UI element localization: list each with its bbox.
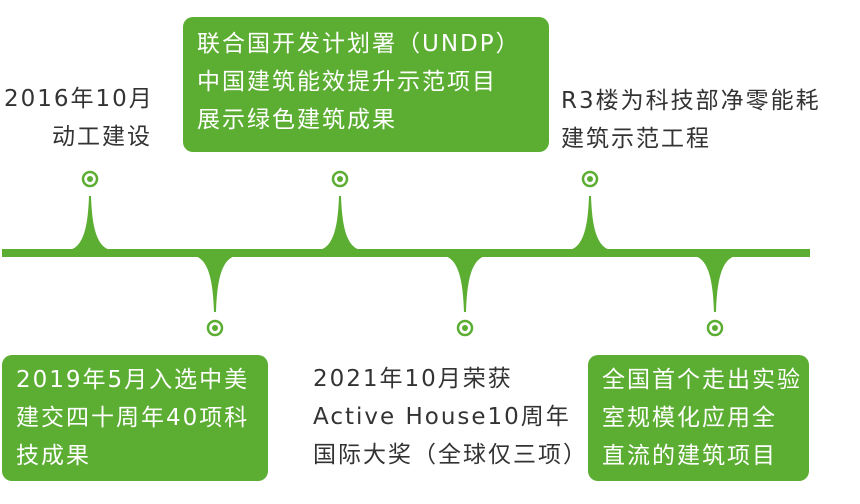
milestone-text: 国际大奖（全球仅三项） <box>313 442 588 468</box>
node-ring-icon <box>331 170 349 188</box>
timeline-spike <box>695 256 735 312</box>
timeline-spike <box>70 196 110 250</box>
milestone-2016: 2016年10月 动工建设 <box>4 80 152 156</box>
milestone-text: 室规模化应用全 <box>602 405 777 431</box>
node-dot-icon <box>337 176 343 182</box>
node-ring-icon <box>581 170 599 188</box>
node-ring-icon <box>706 319 724 337</box>
timeline-spike <box>320 196 360 250</box>
node-dot-icon <box>212 325 218 331</box>
milestone-text: 2019年5月入选中美 <box>16 367 250 393</box>
milestone-2021: 2021年10月荣获 Active House10周年 国际大奖（全球仅三项） <box>313 360 588 474</box>
timeline-spike <box>445 256 485 312</box>
timeline-axis <box>2 249 810 257</box>
milestone-text: 展示绿色建筑成果 <box>197 107 397 133</box>
milestone-text: 直流的建筑项目 <box>602 443 777 469</box>
milestone-text: 全国首个走出实验 <box>602 367 802 393</box>
node-dot-icon <box>587 176 593 182</box>
milestone-text: 联合国开发计划署（UNDP） <box>197 31 521 57</box>
milestone-text: 中国建筑能效提升示范项目 <box>197 69 497 95</box>
milestone-text: 建筑示范工程 <box>561 126 711 152</box>
milestone-r3: R3楼为科技部净零能耗 建筑示范工程 <box>561 82 821 158</box>
node-dot-icon <box>712 325 718 331</box>
milestone-text: 2021年10月荣获 <box>313 366 513 392</box>
node-ring-icon <box>81 170 99 188</box>
milestone-text: 技成果 <box>16 443 91 469</box>
node-dot-icon <box>87 176 93 182</box>
milestone-text: R3楼为科技部净零能耗 <box>561 88 821 114</box>
node-ring-icon <box>456 319 474 337</box>
milestone-text: 动工建设 <box>52 124 152 150</box>
node-dot-icon <box>462 325 468 331</box>
milestone-text: Active House10周年 <box>313 404 571 430</box>
timeline-spike <box>570 196 610 250</box>
milestone-text: 建交四十周年40项科 <box>16 405 250 431</box>
timeline-spike <box>195 256 235 312</box>
milestone-2019: 2019年5月入选中美 建交四十周年40项科 技成果 <box>2 355 268 481</box>
milestone-dc: 全国首个走出实验 室规模化应用全 直流的建筑项目 <box>588 355 809 481</box>
milestone-text: 2016年10月 <box>4 86 154 112</box>
milestone-undp: 联合国开发计划署（UNDP） 中国建筑能效提升示范项目 展示绿色建筑成果 <box>183 17 549 152</box>
node-ring-icon <box>206 319 224 337</box>
